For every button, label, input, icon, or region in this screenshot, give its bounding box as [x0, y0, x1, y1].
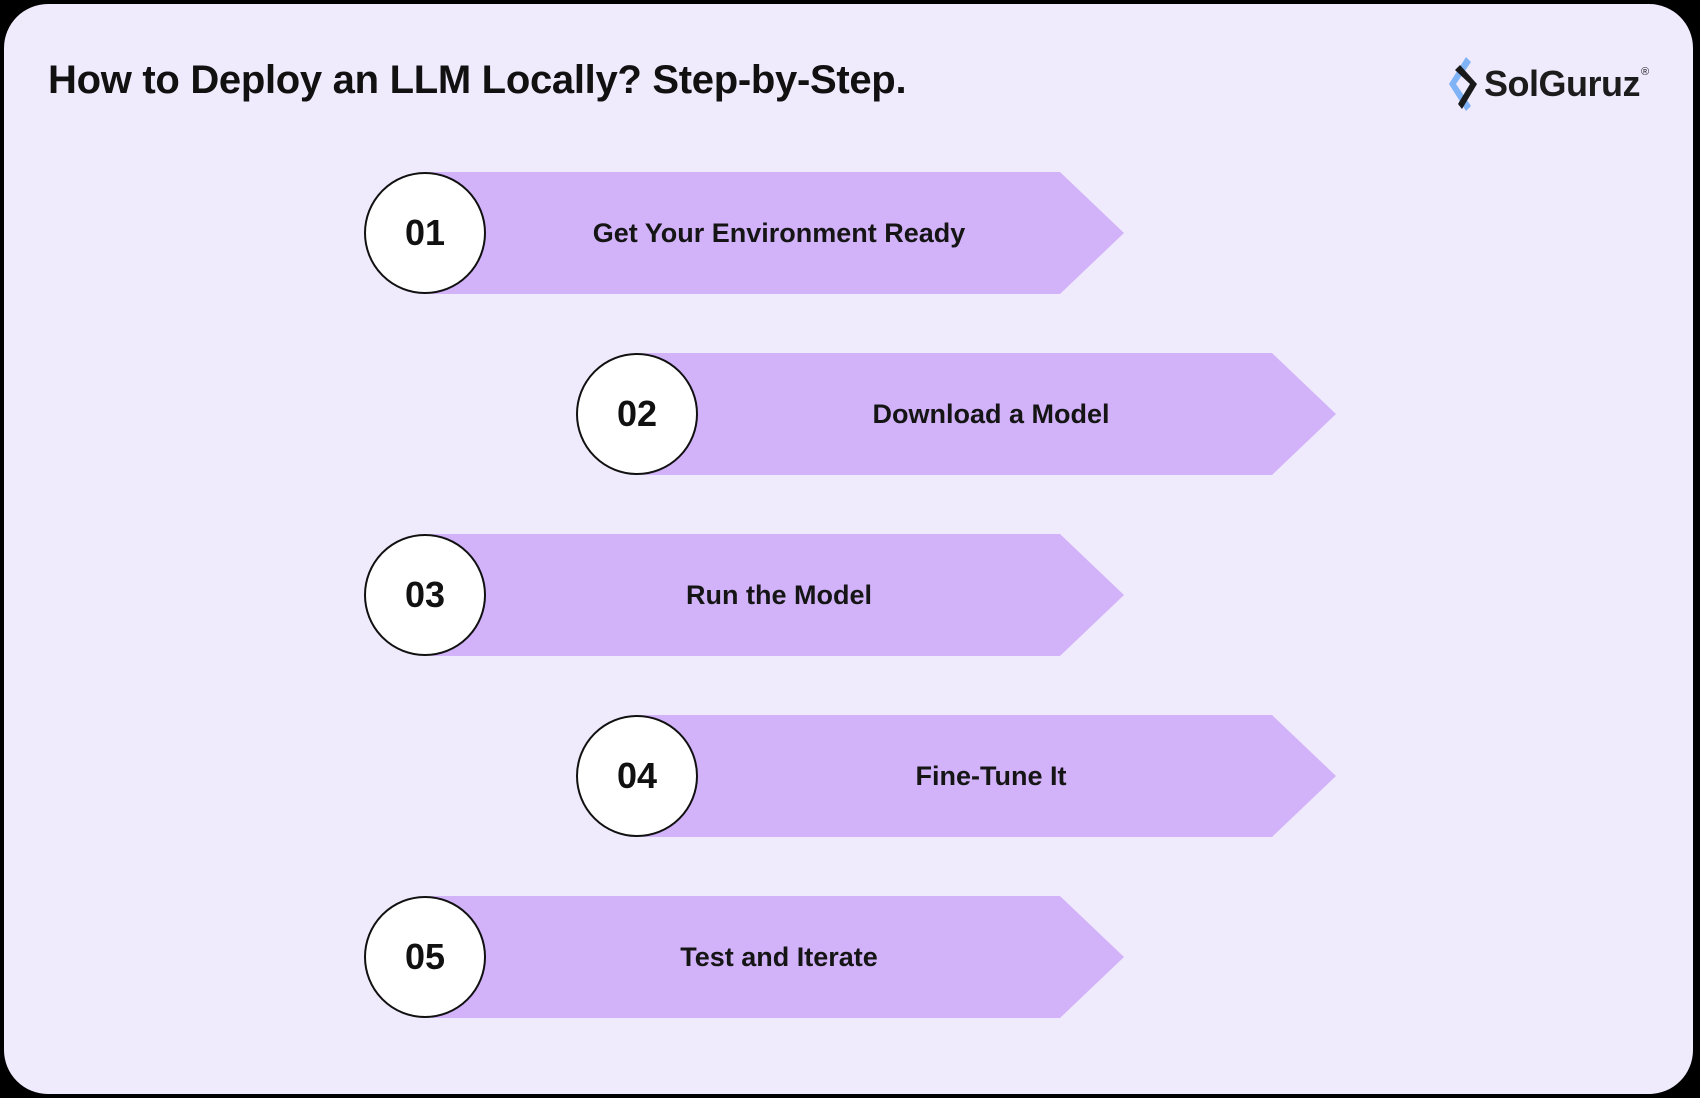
step-number: 01	[364, 172, 486, 294]
step-4: 04 Fine-Tune It	[576, 715, 1336, 837]
solguruz-logo-icon	[1449, 57, 1477, 111]
step-number: 02	[576, 353, 698, 475]
step-label: Run the Model	[686, 579, 872, 610]
page-title: How to Deploy an LLM Locally? Step-by-St…	[48, 58, 907, 102]
step-number: 05	[364, 896, 486, 1018]
step-3: 03 Run the Model	[364, 534, 1124, 656]
step-2: 02 Download a Model	[576, 353, 1336, 475]
step-label: Fine-Tune It	[915, 760, 1067, 791]
step-label: Download a Model	[872, 398, 1110, 429]
step-5: 05 Test and Iterate	[364, 896, 1124, 1018]
step-arrow	[432, 172, 1124, 294]
step-label: Test and Iterate	[680, 941, 878, 972]
step-label: Get Your Environment Ready	[592, 217, 966, 248]
step-1: 01 Get Your Environment Ready	[364, 172, 1124, 294]
step-arrow	[432, 896, 1124, 1018]
step-number: 04	[576, 715, 698, 837]
brand-logo: SolGuruz ®	[1444, 54, 1649, 114]
step-number: 03	[364, 534, 486, 656]
registered-mark: ®	[1641, 66, 1650, 78]
step-arrow	[644, 353, 1336, 475]
step-arrow	[644, 715, 1336, 837]
brand-name: SolGuruz	[1484, 63, 1641, 104]
infographic-card: How to Deploy an LLM Locally? Step-by-St…	[4, 4, 1693, 1094]
step-arrow	[432, 534, 1124, 656]
